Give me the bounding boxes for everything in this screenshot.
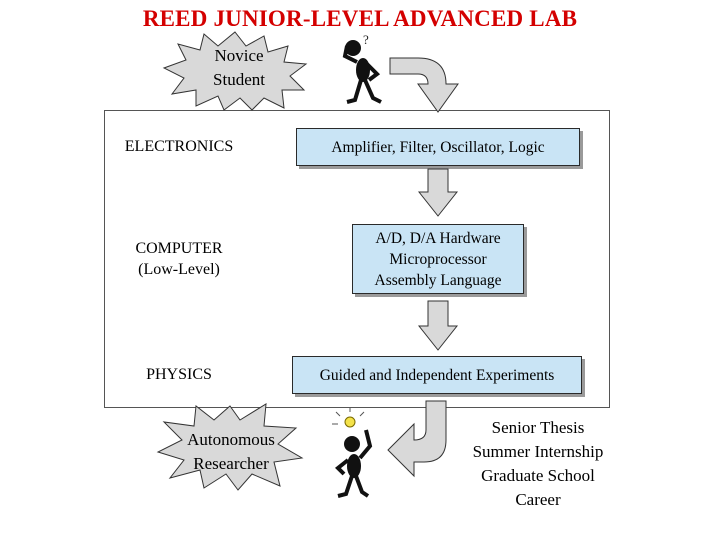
box-computer-text-1: A/D, D/A Hardware xyxy=(375,229,501,247)
box-computer: A/D, D/A Hardware Microprocessor Assembl… xyxy=(352,224,524,294)
stick-figure-confused-icon: ? xyxy=(342,32,382,104)
diagram-title: REED JUNIOR-LEVEL ADVANCED LAB xyxy=(142,6,578,31)
row-label-computer-text-2: (Low-Level) xyxy=(138,261,220,278)
down-arrow-1-icon xyxy=(417,168,459,217)
autonomous-starburst xyxy=(156,403,304,491)
outcome-senior-thesis: Senior Thesis xyxy=(491,418,585,437)
stick-figure-idea-icon xyxy=(332,407,373,498)
row-label-electronics-text: ELECTRONICS xyxy=(124,138,234,155)
row-label-physics-text: PHYSICS xyxy=(146,366,212,383)
exit-curved-arrow-icon xyxy=(387,400,447,478)
box-physics: Guided and Independent Experiments xyxy=(292,356,582,394)
outcome-summer-internship: Summer Internship xyxy=(472,442,604,461)
outcomes-list: Senior Thesis Summer Internship Graduate… xyxy=(450,416,626,512)
down-arrow-2-icon xyxy=(417,300,459,351)
novice-label: Novice Student xyxy=(180,44,298,92)
box-physics-text: Guided and Independent Experiments xyxy=(319,366,555,384)
box-computer-text-2: Microprocessor xyxy=(389,250,487,268)
novice-line-2: Student xyxy=(213,70,265,89)
row-label-physics: PHYSICS xyxy=(112,364,246,385)
box-electronics-text: Amplifier, Filter, Oscillator, Logic xyxy=(331,138,545,156)
autonomous-line-1: Autonomous xyxy=(187,430,275,449)
box-electronics: Amplifier, Filter, Oscillator, Logic xyxy=(296,128,580,166)
novice-starburst xyxy=(162,31,308,111)
novice-line-1: Novice xyxy=(214,46,264,65)
outcome-career: Career xyxy=(515,490,561,509)
row-label-computer: COMPUTER (Low-Level) xyxy=(112,238,246,280)
autonomous-line-2: Researcher xyxy=(193,454,269,473)
row-label-computer-text-1: COMPUTER xyxy=(135,240,223,257)
entry-curved-arrow-icon xyxy=(389,57,459,113)
row-label-electronics: ELECTRONICS xyxy=(112,136,246,157)
outcome-graduate-school: Graduate School xyxy=(481,466,595,485)
box-computer-text-3: Assembly Language xyxy=(374,271,502,289)
autonomous-label: Autonomous Researcher xyxy=(170,428,292,476)
svg-text:?: ? xyxy=(363,32,369,47)
